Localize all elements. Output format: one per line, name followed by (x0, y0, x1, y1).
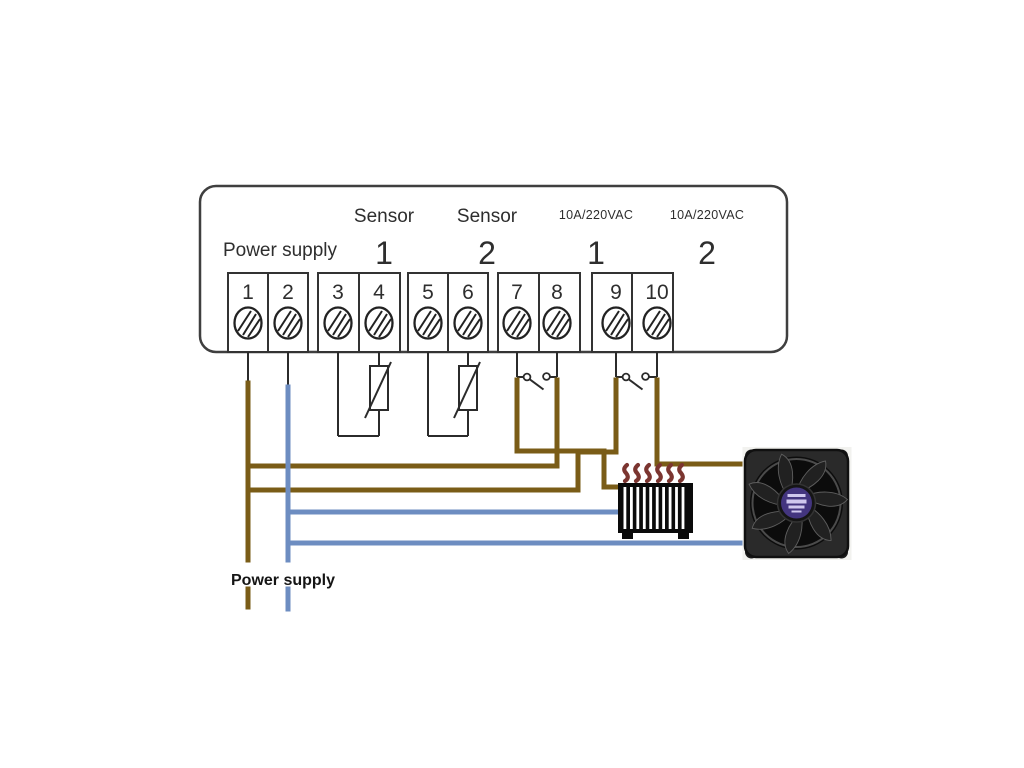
flame-icon (679, 465, 683, 481)
relay1-switch-leads (516, 352, 558, 378)
relay2-to-fan-wire (654, 377, 752, 467)
relay1-contact-left (522, 372, 532, 382)
sensor1-loop (337, 352, 380, 437)
fan-hub-label-text (786, 494, 807, 513)
sensor2-number: 2 (478, 235, 496, 271)
neutral-wires (285, 384, 749, 612)
sensor2-thermistor-stroke (453, 361, 481, 419)
relay2-contact-right (641, 372, 650, 381)
relay1-rating-label: 10A/220VAC (559, 208, 633, 222)
heater-foot (678, 533, 689, 539)
relay1-to-heater-wire (514, 377, 623, 490)
relay1-contact-right (542, 372, 551, 381)
terminal-3-number: 3 (332, 281, 344, 304)
sensor2-label: Sensor (457, 206, 518, 227)
power-supply-group-label: Power supply (223, 240, 338, 261)
relay2-rating-label: 10A/220VAC (670, 208, 744, 222)
flame-icon (657, 465, 661, 481)
relay2-switch-lever (628, 378, 644, 391)
sensor1-thermistor-stroke (364, 361, 392, 419)
terminal-2-number: 2 (282, 281, 294, 304)
sensor2-loop (427, 352, 469, 437)
sensor1-label: Sensor (354, 206, 415, 227)
external-power-supply-label: Power supply (231, 572, 335, 589)
flame-icon (646, 465, 650, 481)
screw-icon (413, 306, 443, 340)
relay1-number: 1 (587, 235, 605, 271)
screw-icon (323, 306, 353, 340)
screw-icon (273, 306, 303, 340)
terminal-6-number: 6 (462, 281, 474, 304)
flame-icon (624, 465, 628, 481)
sensor1-number: 1 (375, 235, 393, 271)
flame-icon (635, 465, 639, 481)
heater-flames (624, 465, 683, 481)
screw-icon (233, 306, 263, 340)
relay2-contact-left (621, 372, 631, 382)
heater (618, 465, 693, 539)
screw-icon (502, 306, 532, 340)
terminal-8-number: 8 (551, 281, 563, 304)
screw-icon (364, 306, 394, 340)
signal-wires (247, 352, 658, 437)
terminal-4-number: 4 (373, 281, 385, 304)
relay2-number: 2 (698, 235, 716, 271)
terminal-1-number: 1 (242, 281, 254, 304)
relay2-switch-leads (615, 352, 658, 378)
terminal-7-number: 7 (511, 281, 523, 304)
heater-fins (623, 487, 685, 529)
terminal-5-number: 5 (422, 281, 434, 304)
terminal-9-number: 9 (610, 281, 622, 304)
terminal-10-number: 10 (645, 281, 668, 304)
relay1-switch-lever (529, 378, 545, 391)
screw-icon (453, 306, 483, 340)
terminal-blocks (227, 272, 674, 353)
screw-icon (542, 306, 572, 340)
terminal-numbers: 1 2 3 4 5 6 7 8 9 10 (242, 281, 669, 304)
flame-icon (668, 465, 672, 481)
live-rail-to-relay1 (245, 377, 560, 469)
screw-icon (642, 306, 672, 340)
screw-icon (601, 306, 631, 340)
heater-foot (622, 533, 633, 539)
fan-image (742, 447, 852, 560)
live-rail-to-relay2 (245, 377, 619, 493)
